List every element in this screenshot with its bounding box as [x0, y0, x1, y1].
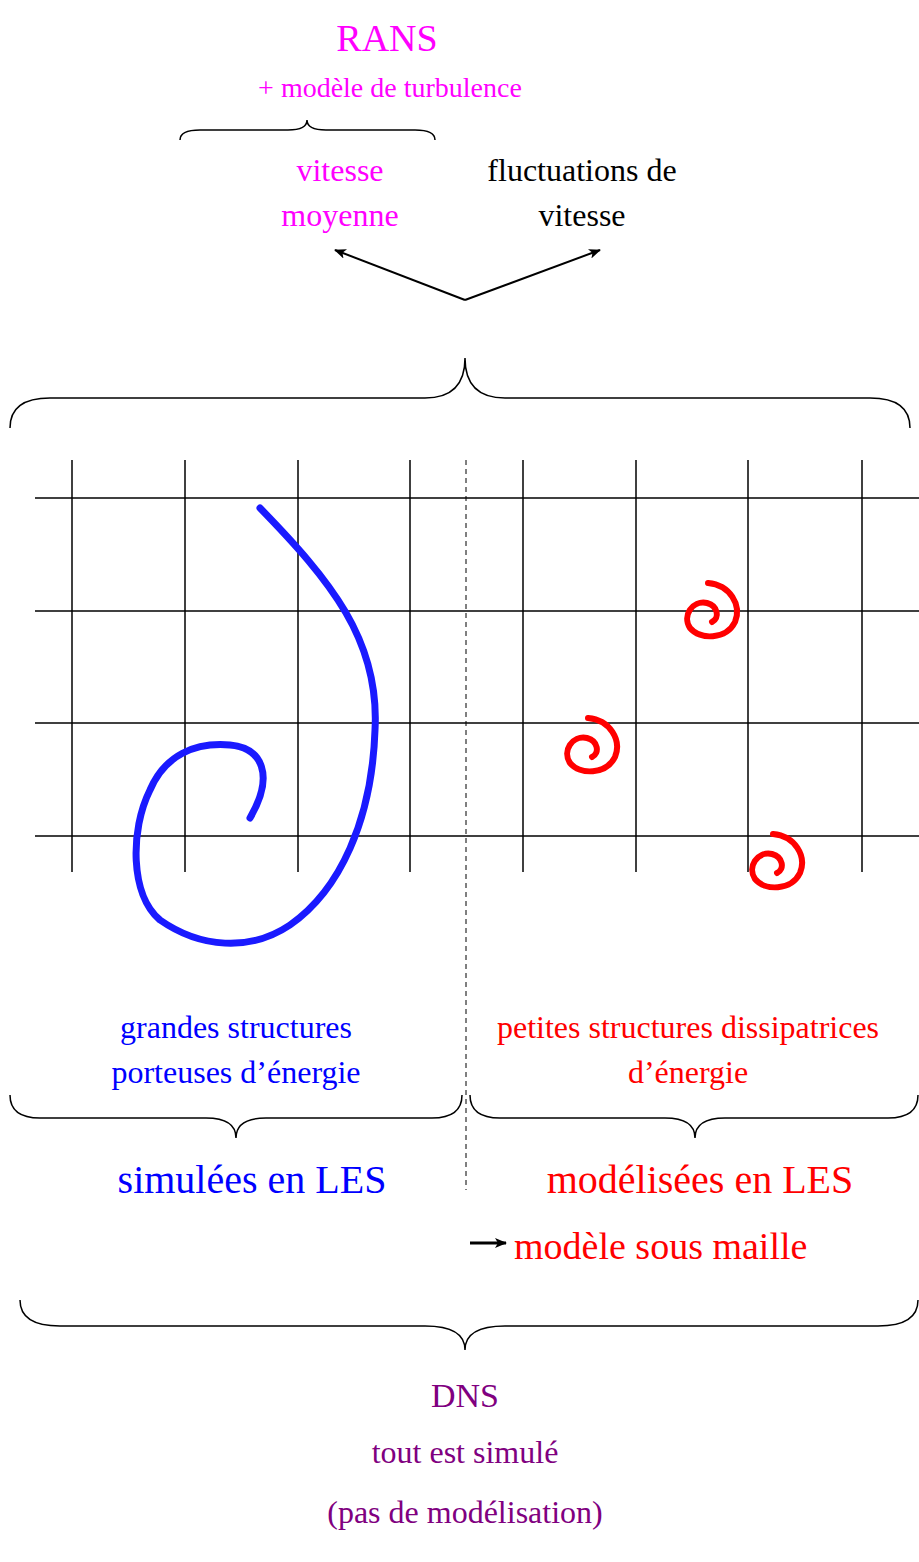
brace [20, 1300, 918, 1350]
dashed-divider [466, 460, 467, 1190]
method-title: DNS [431, 1372, 499, 1420]
method-note: (pas de modélisation) [327, 1490, 602, 1535]
brace [10, 358, 910, 428]
scale-label: grandes structures porteuses d’énergie [71, 1005, 401, 1095]
treatment-label: simulées en LES [118, 1152, 387, 1208]
brace [470, 1095, 918, 1138]
pointer-arrow [470, 1242, 506, 1245]
brace [10, 1095, 462, 1138]
large-eddy [136, 508, 375, 943]
scale-label: petites structures dissipatrices d’énerg… [473, 1005, 903, 1095]
method-note: tout est simulé [372, 1430, 559, 1475]
treatment-label: modélisées en LES [547, 1152, 854, 1208]
brace [180, 120, 435, 140]
mesh-grid [35, 460, 919, 872]
component-label: fluctuations de vitesse [480, 148, 685, 238]
component-label: vitesse moyenne [255, 148, 425, 238]
method-title: RANS [336, 12, 437, 65]
leader-arrow [465, 250, 600, 300]
leader-arrow [335, 250, 465, 300]
method-note: + modèle de turbulence [258, 68, 522, 107]
model-label: modèle sous maille [514, 1220, 807, 1273]
small-eddies [567, 583, 802, 887]
